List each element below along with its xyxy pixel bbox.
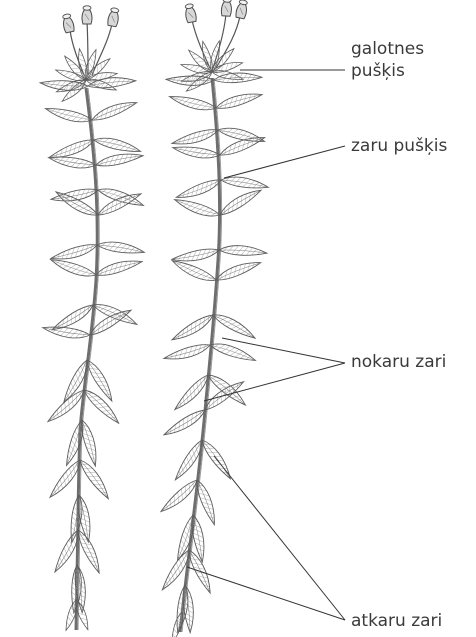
leader-atkaru-upper xyxy=(214,456,345,620)
label-apical-tuft-line2: pušķis xyxy=(351,60,424,82)
leader-atkaru-lower xyxy=(187,567,345,620)
label-branch-tuft: zaru pušķis xyxy=(351,135,447,157)
left-plant xyxy=(40,6,146,632)
label-apical-tuft: galotnes pušķis xyxy=(351,38,424,82)
right-branches xyxy=(158,90,269,637)
label-apical-tuft-line1: galotnes xyxy=(351,38,424,60)
left-branches xyxy=(42,98,146,632)
label-hanging-branches: nokaru zari xyxy=(351,351,446,373)
right-plant xyxy=(158,0,269,637)
label-spreading-branches: atkaru zari xyxy=(351,610,442,632)
